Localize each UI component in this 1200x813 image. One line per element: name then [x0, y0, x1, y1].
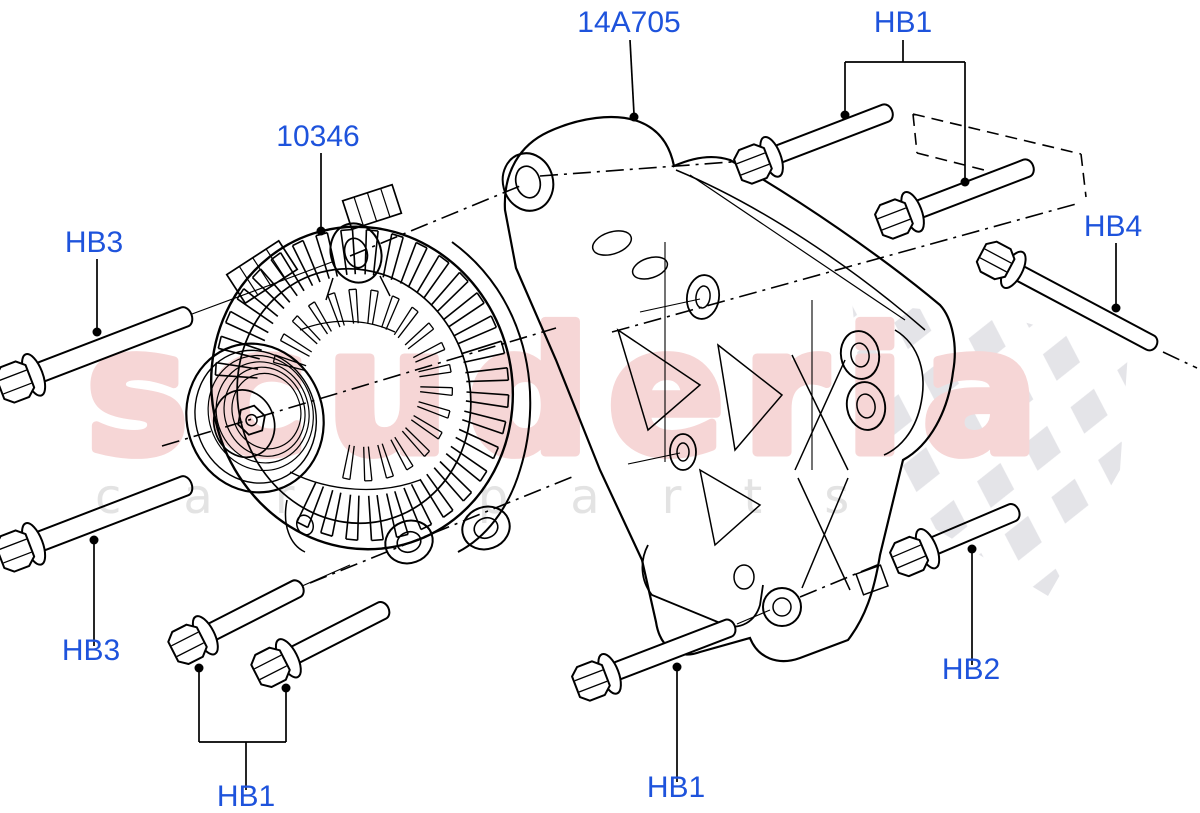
alternator-pulley: [185, 342, 325, 494]
bracket-bottom-boss: [762, 587, 802, 627]
callout-14A705[interactable]: 14A705: [577, 6, 680, 39]
callout-dots: [89, 110, 1121, 693]
projection-outline: [912, 113, 1087, 198]
checkered-flag: [852, 302, 1128, 596]
callout-hb1-bottom-middle[interactable]: HB1: [647, 771, 705, 804]
alternator-connector: [341, 183, 403, 231]
bolt-hb1-top-right-1: [733, 103, 894, 185]
bolt-hb1-bottom-left-2: [250, 601, 391, 689]
bolt-hb1-bottom-middle: [571, 618, 737, 702]
watermark-brand: scuderia: [86, 292, 1056, 493]
bolt-hb4: [975, 240, 1159, 352]
callout-leaders: [93, 39, 1117, 790]
alternator-lower-bosses: [284, 499, 511, 565]
bolt-hb1-bottom-left-1: [167, 579, 305, 666]
callout-hb3-top-left[interactable]: HB3: [65, 226, 123, 259]
bracket-outline: [503, 116, 956, 663]
bolt-hb3-bottom: [0, 475, 194, 573]
callout-hb1-bottom-left[interactable]: HB1: [217, 780, 275, 813]
callout-hb1-top-right[interactable]: HB1: [874, 6, 932, 39]
callout-hb2-bottom-right[interactable]: HB2: [942, 653, 1000, 686]
callout-10346[interactable]: 10346: [276, 120, 359, 153]
alternator-cooling-fins: [214, 228, 510, 542]
bolt-hb3-top: [0, 306, 194, 404]
centre-lines: [161, 113, 1198, 625]
callout-hb4-right[interactable]: HB4: [1084, 210, 1142, 243]
alternator-regulator: [225, 239, 299, 305]
alternator-drawing: [185, 183, 532, 565]
watermark: scuderia car parts: [82, 288, 1128, 596]
callout-hb3-bottom-left[interactable]: HB3: [62, 634, 120, 667]
watermark-tagline: car parts: [95, 469, 911, 525]
pulley-nut: [237, 404, 266, 436]
alternator-rear-housing: [451, 241, 532, 553]
bolt-hb1-top-right-2: [874, 158, 1035, 240]
